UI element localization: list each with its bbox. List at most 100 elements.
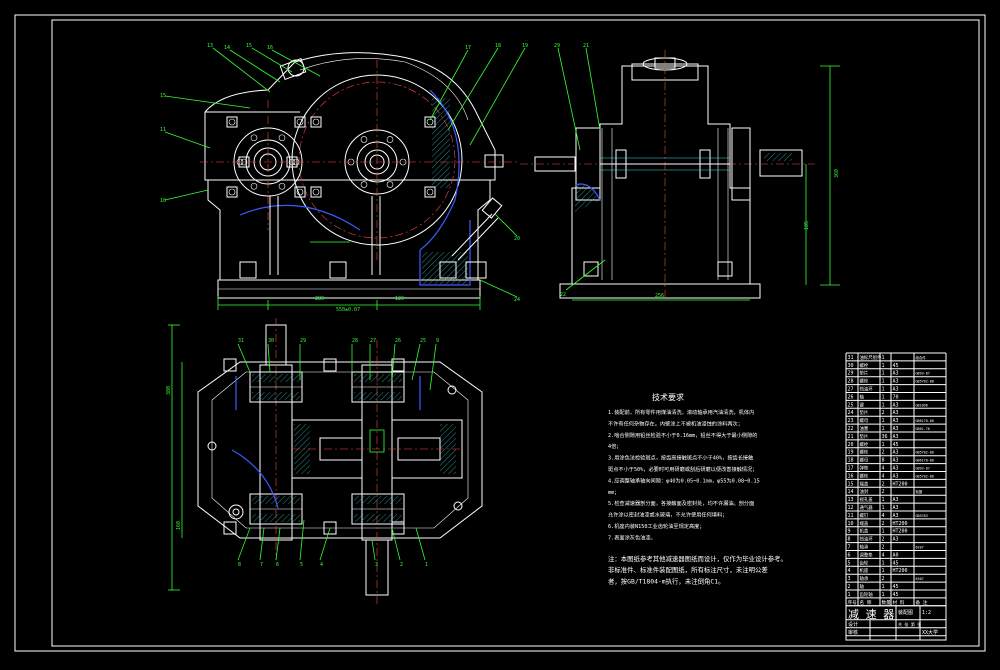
front-dim-2: 120 (395, 296, 404, 302)
note-line: 7.表面涂灰色油漆。 (608, 533, 656, 541)
bom-cell: 挡油环 (860, 536, 874, 543)
note-line: 5.检查减速器剖分面，各接触面及密封处，均不许漏油。剖分面 (608, 499, 754, 507)
bom-cell: GB6170-86 (916, 459, 934, 463)
section-callout: 1 (425, 562, 428, 568)
note-line: 非标准件、标准件装配图纸，所有标注尺寸，未注明公差 (608, 565, 768, 574)
bom-cell: 1 (882, 426, 885, 432)
bom-cell: 2 (882, 481, 885, 487)
bom-cell: 25 (848, 402, 854, 408)
bom-cell: 16 (848, 473, 854, 479)
bom-cell: 1 (882, 371, 885, 377)
bom-cell: 1 (882, 379, 885, 385)
side-callout: 22 (560, 292, 566, 298)
bom-cell: 齿轮 (860, 559, 869, 566)
bom-cell: 14 (848, 489, 854, 495)
bom-cell: 端盖 (860, 520, 869, 527)
bom-cell: 垫片 (860, 409, 869, 416)
bom-header: 序号 (848, 599, 858, 606)
bom-cell: GB5782-86 (916, 380, 934, 384)
bom-cell: 13 (848, 497, 854, 503)
bom-cell: 1 (882, 442, 885, 448)
bom-cell: A3 (893, 402, 899, 408)
front-callout: 15 (160, 93, 166, 99)
bom-cell: 轴 (860, 393, 865, 400)
bom-cell: 螺栓 (860, 378, 869, 385)
bom-cell: 通气器 (860, 504, 874, 511)
bom-cell: 6207 (916, 546, 924, 550)
bom-cell: 机座 (860, 567, 869, 574)
bom-cell: 轴承 (860, 575, 869, 582)
bom-cell: 10 (848, 521, 854, 527)
bom-cell: 1 (882, 355, 885, 361)
bom-cell: 20 (848, 442, 854, 448)
front-callout: 10 (160, 198, 166, 204)
note-line: 3.用涂色法检验斑点，按齿高接触斑点不小于40%，按齿长接触 (608, 454, 754, 462)
bom-cell: 45 (893, 442, 899, 448)
section-callout: 27 (370, 338, 376, 344)
front-dim-3: 550±0.07 (336, 307, 360, 313)
note-line: 6.机座内装N150工业齿轮油至规定高度； (608, 522, 705, 530)
bom-cell: 31 (848, 355, 854, 361)
bom-cell: 36 (882, 434, 888, 440)
bom-cell: 垫片 (860, 370, 869, 377)
bom-cell: GB5782-86 (916, 474, 934, 478)
note-line: 1.装配前，所有零件用煤油清洗，滚动轴承用汽油清洗，机体内 (608, 408, 754, 416)
outer-border (14, 14, 986, 652)
bom-cell: 2 (882, 410, 885, 416)
side-callout: 29 (554, 43, 560, 49)
bom-cell: 弹垫 (860, 465, 869, 472)
title-checker: 审核 (848, 629, 858, 636)
bom-cell: 螺栓 (860, 472, 869, 479)
section-callout: 25 (420, 338, 426, 344)
bom-cell: 4 (848, 568, 851, 574)
bom-cell: 12 (848, 505, 854, 511)
front-callout: 15 (246, 43, 252, 49)
section-callout: 26 (395, 338, 401, 344)
bom-cell: 26 (848, 394, 854, 400)
bom-cell: 轴 (860, 583, 865, 590)
bom-cell: 29 (848, 371, 854, 377)
bom-cell: 1 (882, 363, 885, 369)
bom-cell: 1 (882, 584, 885, 590)
bom-cell: 2 (882, 489, 885, 495)
bom-cell: GB1096 (916, 403, 928, 407)
technical-notes: 技术要求 1.装配前，所有零件用煤油清洗，滚动轴承用汽油清洗，机体内不许有任何杂… (608, 392, 787, 586)
bom-cell: 调整垫 (860, 551, 874, 558)
bom-cell: 螺栓 (860, 449, 869, 456)
bom-cell: 垫片 (860, 433, 869, 440)
bom-cell: 4 (882, 552, 885, 558)
front-callout: 18 (495, 43, 501, 49)
bom-cell: GB5782-86 (916, 451, 934, 455)
section-callout: 4 (320, 562, 323, 568)
bom-cell: 1 (848, 592, 851, 598)
side-callout: 21 (583, 43, 589, 49)
section-callout: 30 (268, 338, 274, 344)
bom-cell: A3 (893, 450, 899, 456)
bom-cell: 45 (893, 363, 899, 369)
front-callout: 17 (465, 45, 471, 51)
bom-cell: 9 (848, 529, 851, 535)
section-callout: 5 (300, 562, 303, 568)
bom-cell: 17 (848, 466, 854, 472)
note-line: 允许涂以密封油漆或水玻璃，不允许使用任何填料； (608, 511, 727, 519)
bom-header: 材 料 (893, 599, 905, 606)
bom-cell: 11 (848, 513, 854, 519)
bom-cell: 视孔盖 (860, 496, 874, 503)
note-line: mm； (608, 490, 619, 496)
bom-cell: 螺母 (860, 457, 869, 464)
bom-cell: 螺母 (860, 417, 869, 424)
title-name: 减 速 器 (848, 608, 894, 621)
bom-cell: HT200 (893, 568, 908, 574)
bom-cell: 机盖 (860, 528, 869, 535)
bom-cell: 15 (848, 481, 854, 487)
bom-cell: 1 (882, 387, 885, 393)
section-dim-1: 380 (166, 386, 172, 395)
bom-cell: HT200 (893, 481, 908, 487)
bom-cell: 6 (848, 552, 851, 558)
bom-cell: 端盖 (860, 480, 869, 487)
bom-cell: 70 (893, 394, 899, 400)
bom-cell: 毡圈 (916, 489, 923, 494)
